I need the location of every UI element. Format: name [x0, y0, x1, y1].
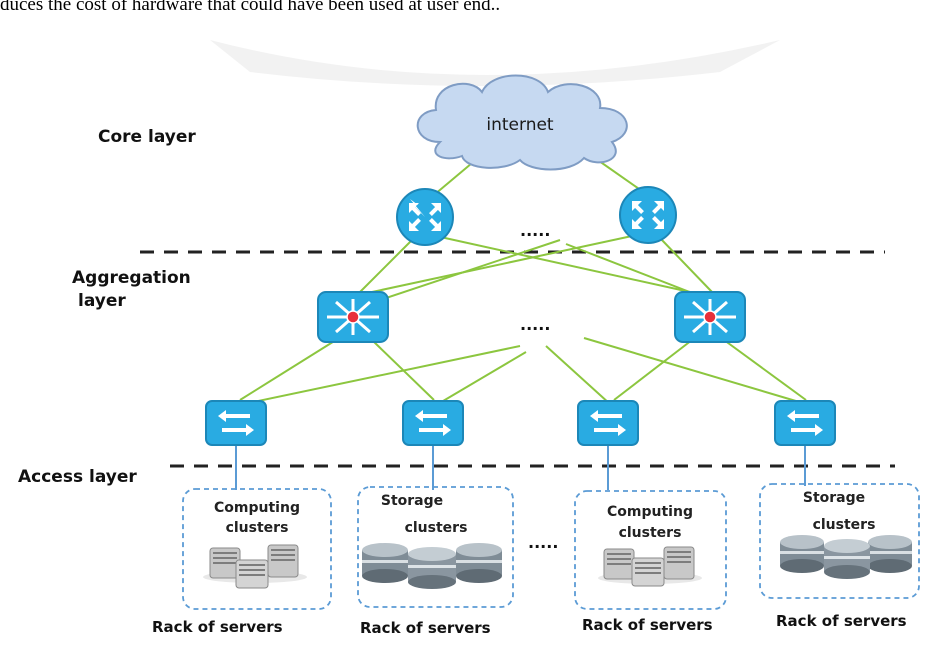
aggregation-layer-label: Aggregation: [72, 268, 191, 288]
access-switch-icon: [402, 400, 464, 446]
internet-cloud-icon: internet: [416, 74, 628, 171]
cluster-caption: Rack of servers: [152, 618, 283, 636]
server-rack-icon: [598, 546, 702, 587]
aggregation-switch-icon: [674, 291, 746, 343]
link-core2-agg2: [659, 237, 713, 293]
core-router-icon: [619, 186, 677, 244]
aggregation-switch-icon: [317, 291, 389, 343]
link-core-bg1: [379, 239, 561, 301]
cluster-title: Storage: [803, 490, 865, 506]
network-links: [239, 155, 807, 405]
cluster-subtitle: clusters: [226, 520, 289, 536]
cluster-box: [759, 483, 920, 599]
server-rack-icon: [203, 544, 307, 589]
cluster-subtitle: clusters: [405, 520, 468, 536]
cluster-ellipsis: .....: [528, 533, 558, 552]
intro-text: duces the cost of hardware that could ha…: [0, 0, 501, 15]
link-agg2-acc4: [723, 339, 807, 401]
cluster-box: [574, 490, 727, 610]
cluster-caption: Rack of servers: [582, 616, 713, 634]
cluster-title: Computing: [214, 500, 300, 516]
link-agg1-acc1: [239, 339, 337, 401]
link-core1-agg2: [435, 235, 691, 293]
cluster-title: Storage: [381, 493, 443, 509]
cluster-caption: Rack of servers: [776, 612, 907, 630]
cluster-subtitle: clusters: [619, 525, 682, 541]
cloud-label: internet: [486, 115, 554, 135]
link-core1-agg1: [359, 235, 417, 293]
link-core-bg2: [565, 243, 701, 297]
link-agg-bg3: [545, 345, 611, 405]
storage-disks-icon: [362, 543, 502, 589]
link-agg-bg2: [437, 351, 527, 405]
core-layer-label: Core layer: [98, 127, 196, 147]
cluster-subtitle: clusters: [813, 517, 876, 533]
access-switch-icon: [205, 400, 267, 446]
aggregation-ellipsis: .....: [520, 315, 550, 334]
access-switch-icon: [577, 400, 639, 446]
link-agg-bg4: [583, 337, 807, 405]
watermark: [210, 40, 780, 86]
access-switch-icon: [774, 400, 836, 446]
cluster-title: Computing: [607, 504, 693, 520]
link-core2-agg1: [371, 235, 633, 293]
aggregation-layer-label-line2: layer: [78, 291, 126, 311]
link-agg-bg1: [243, 345, 521, 405]
cluster-box: [357, 486, 514, 608]
cluster-caption: Rack of servers: [360, 619, 491, 637]
link-agg2-acc3: [613, 339, 693, 401]
core-ellipsis: .....: [520, 221, 550, 240]
core-router-icon: [396, 188, 454, 246]
access-layer-label: Access layer: [18, 467, 137, 487]
storage-disks-icon: [780, 535, 912, 579]
cluster-box: [182, 488, 332, 610]
access-cluster-links: [235, 446, 806, 490]
